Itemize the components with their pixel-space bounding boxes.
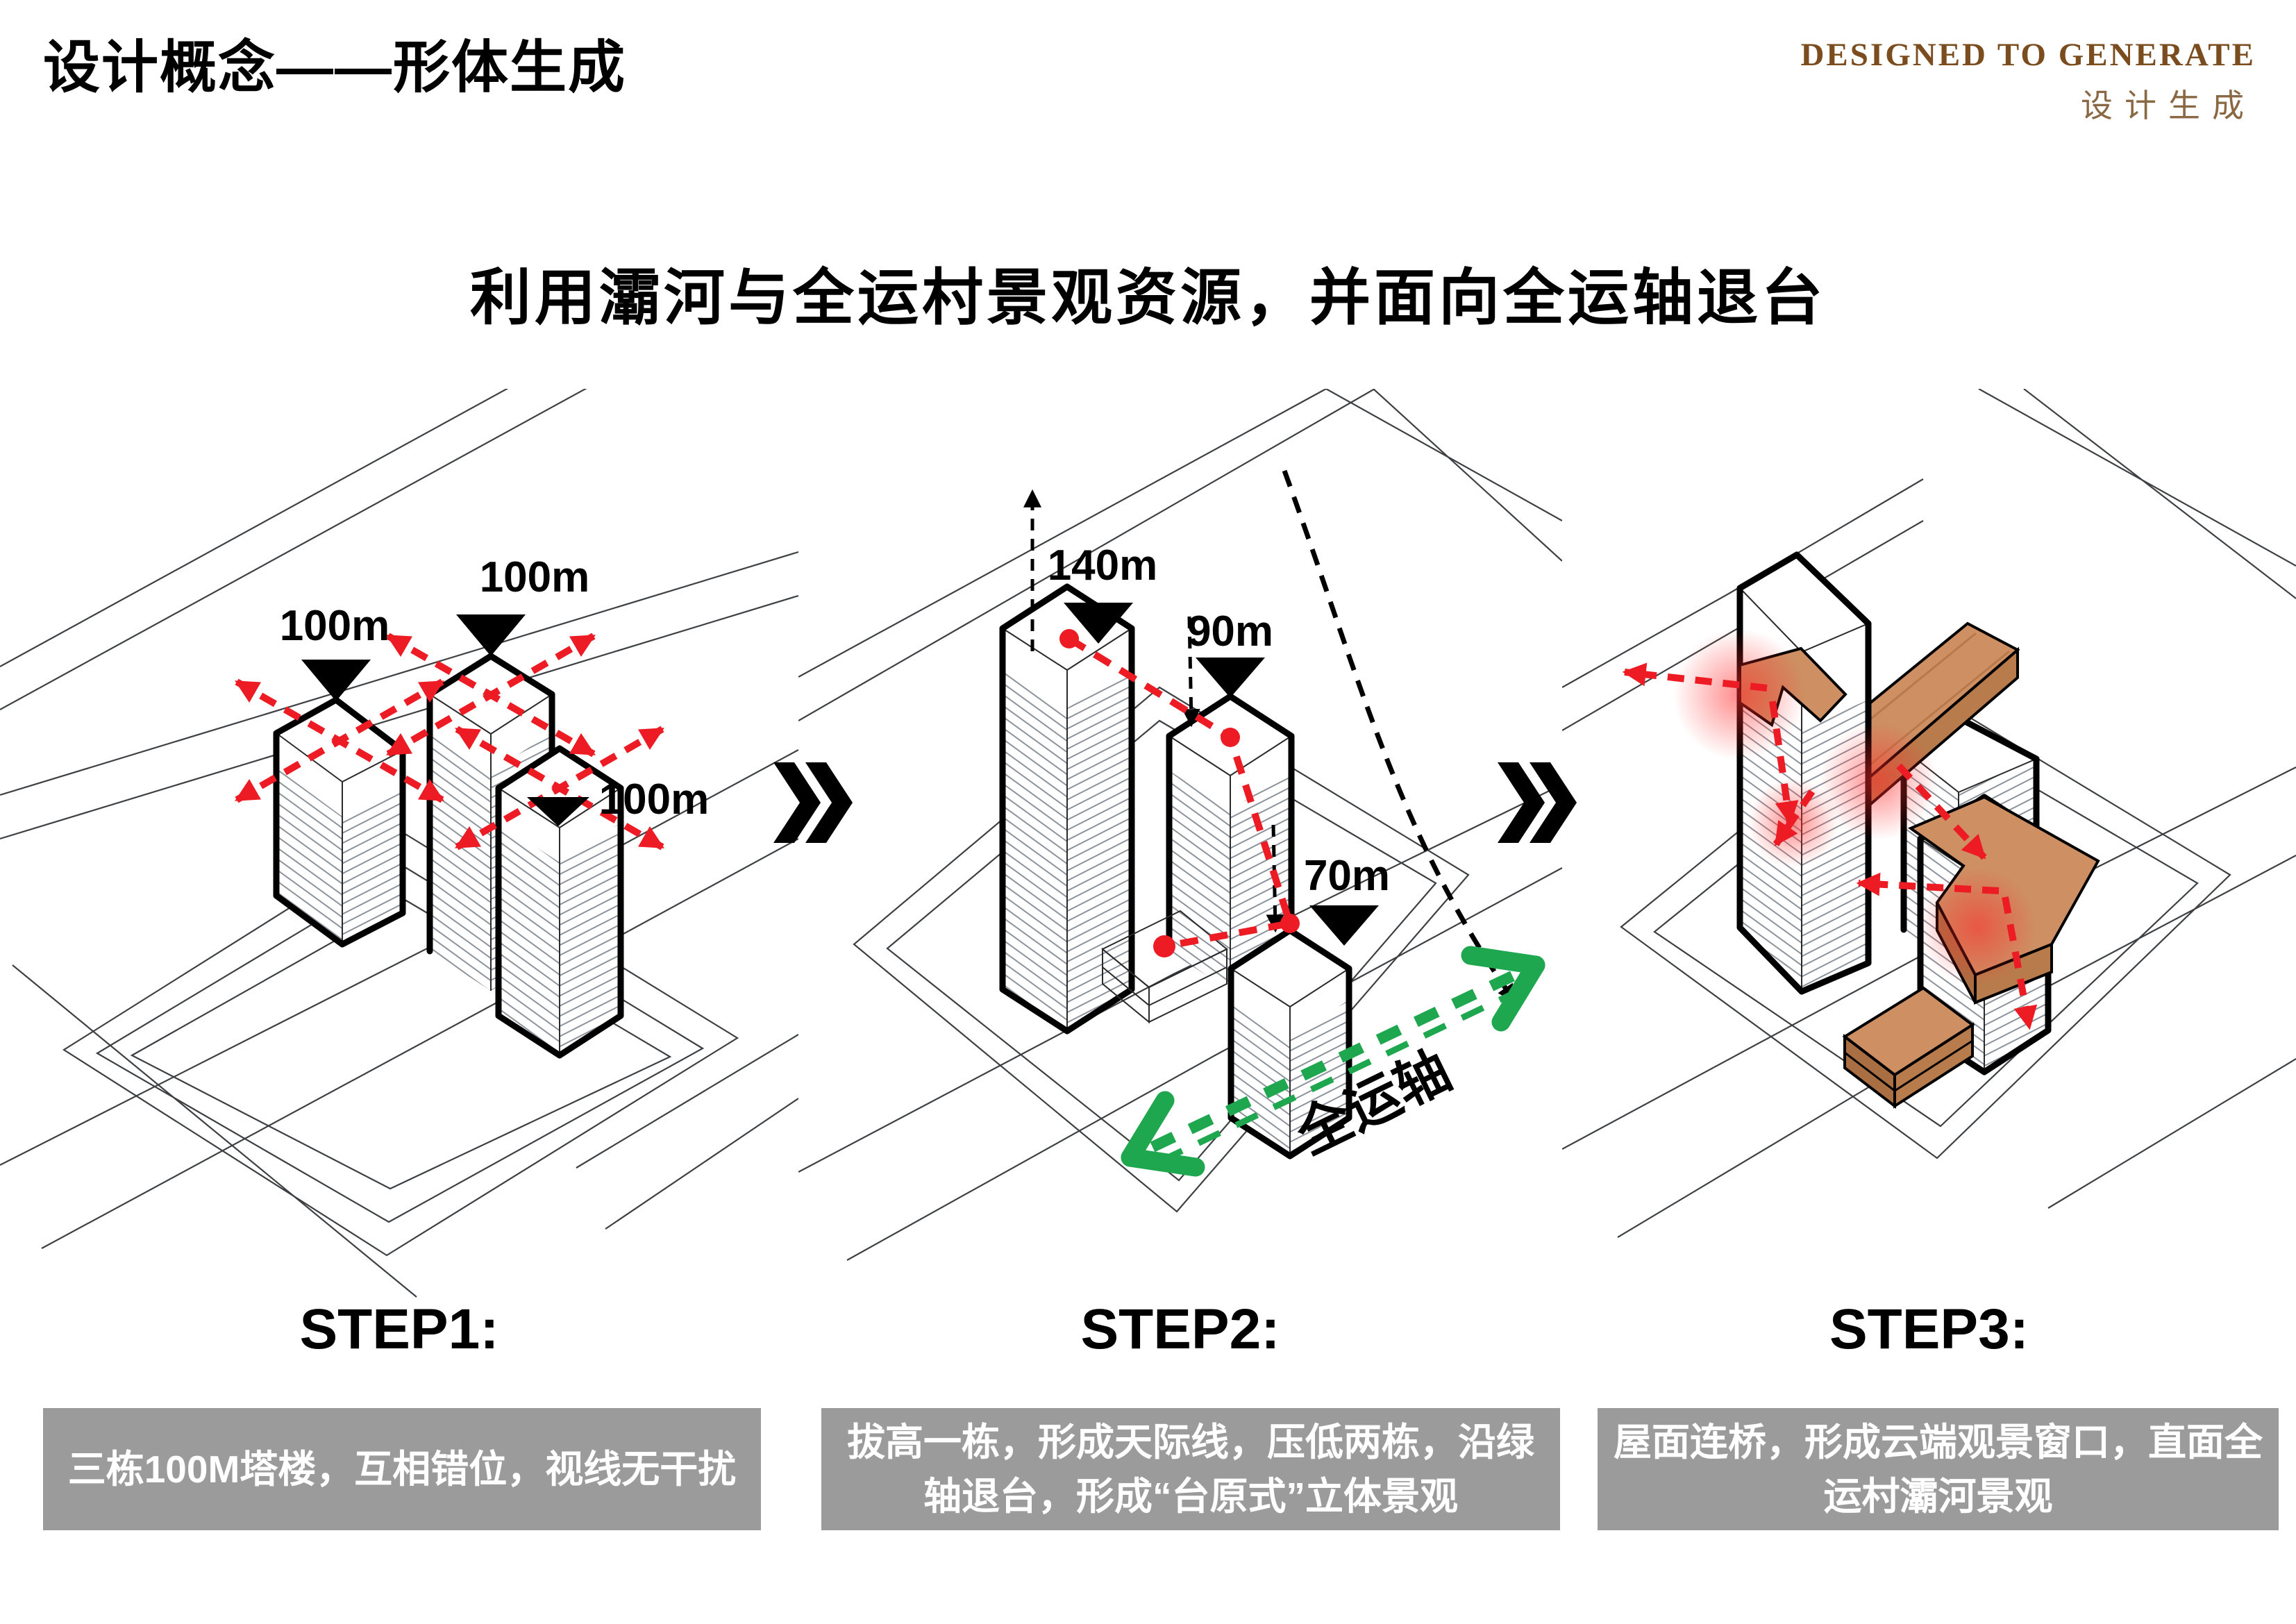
brand-block: DESIGNED TO GENERATE 设计生成 xyxy=(1800,36,2256,126)
height-label: 140m xyxy=(1048,542,1158,589)
height-label: 100m xyxy=(280,602,390,650)
setback-curve xyxy=(1282,469,1516,1003)
diagram-step2: 全运轴 140m 90m 70m xyxy=(798,389,1562,1261)
diagram-step1: 100m 100m 100m xyxy=(0,389,798,1298)
triangle-marker-icon xyxy=(1309,905,1379,946)
diagram-step3 xyxy=(1562,389,2296,1238)
tower-140m xyxy=(999,583,1135,1035)
brand-logo-cn: 设计生成 xyxy=(2081,88,2256,124)
step3-caption: 屋面连桥，形成云端观景窗口，直面全运村灞河景观 xyxy=(1598,1408,2279,1530)
view-arrows xyxy=(1622,662,2038,1030)
transition-chevron-icon xyxy=(1498,762,1577,843)
step1-title: STEP1: xyxy=(299,1298,499,1361)
view-arrows xyxy=(235,633,664,851)
concept-subtitle: 利用灞河与全运村景观资源，并面向全运轴退台 xyxy=(469,263,1826,332)
site-roads xyxy=(798,389,1562,1261)
step1-caption: 三栋100M塔楼，互相错位，视线无干扰 xyxy=(43,1408,761,1530)
height-label: 100m xyxy=(599,776,710,823)
brand-logo-en: DESIGNED TO GENERATE xyxy=(1800,37,2256,73)
view-glows xyxy=(1673,628,2036,986)
height-label: 100m xyxy=(480,553,590,601)
height-label: 70m xyxy=(1304,852,1390,900)
step2-caption: 拔高一栋，形成天际线，压低两栋，沿绿轴退台，形成“台原式”立体景观 xyxy=(821,1408,1560,1530)
triangle-marker-icon xyxy=(456,614,526,656)
height-adjust-arrows xyxy=(1023,469,1516,1003)
height-markers: 100m 100m 100m xyxy=(280,553,710,826)
skyline-step-line xyxy=(1059,629,1300,957)
height-label: 90m xyxy=(1187,608,1273,655)
triangle-marker-icon xyxy=(1196,658,1265,698)
step3-title: STEP3: xyxy=(1829,1298,2029,1361)
tower-100m-left xyxy=(273,696,406,948)
step2-title: STEP2: xyxy=(1080,1298,1280,1361)
quanyun-axis-arrow xyxy=(1121,946,1545,1177)
podium-block xyxy=(1842,986,1975,1110)
triangle-marker-icon xyxy=(527,797,589,826)
height-markers: 140m 90m 70m xyxy=(1048,542,1390,946)
triangle-marker-icon xyxy=(301,660,371,701)
triangle-marker-icon xyxy=(1064,603,1133,644)
transition-chevron-icon xyxy=(773,762,853,843)
page-title: 设计概念——形体生成 xyxy=(43,36,627,99)
